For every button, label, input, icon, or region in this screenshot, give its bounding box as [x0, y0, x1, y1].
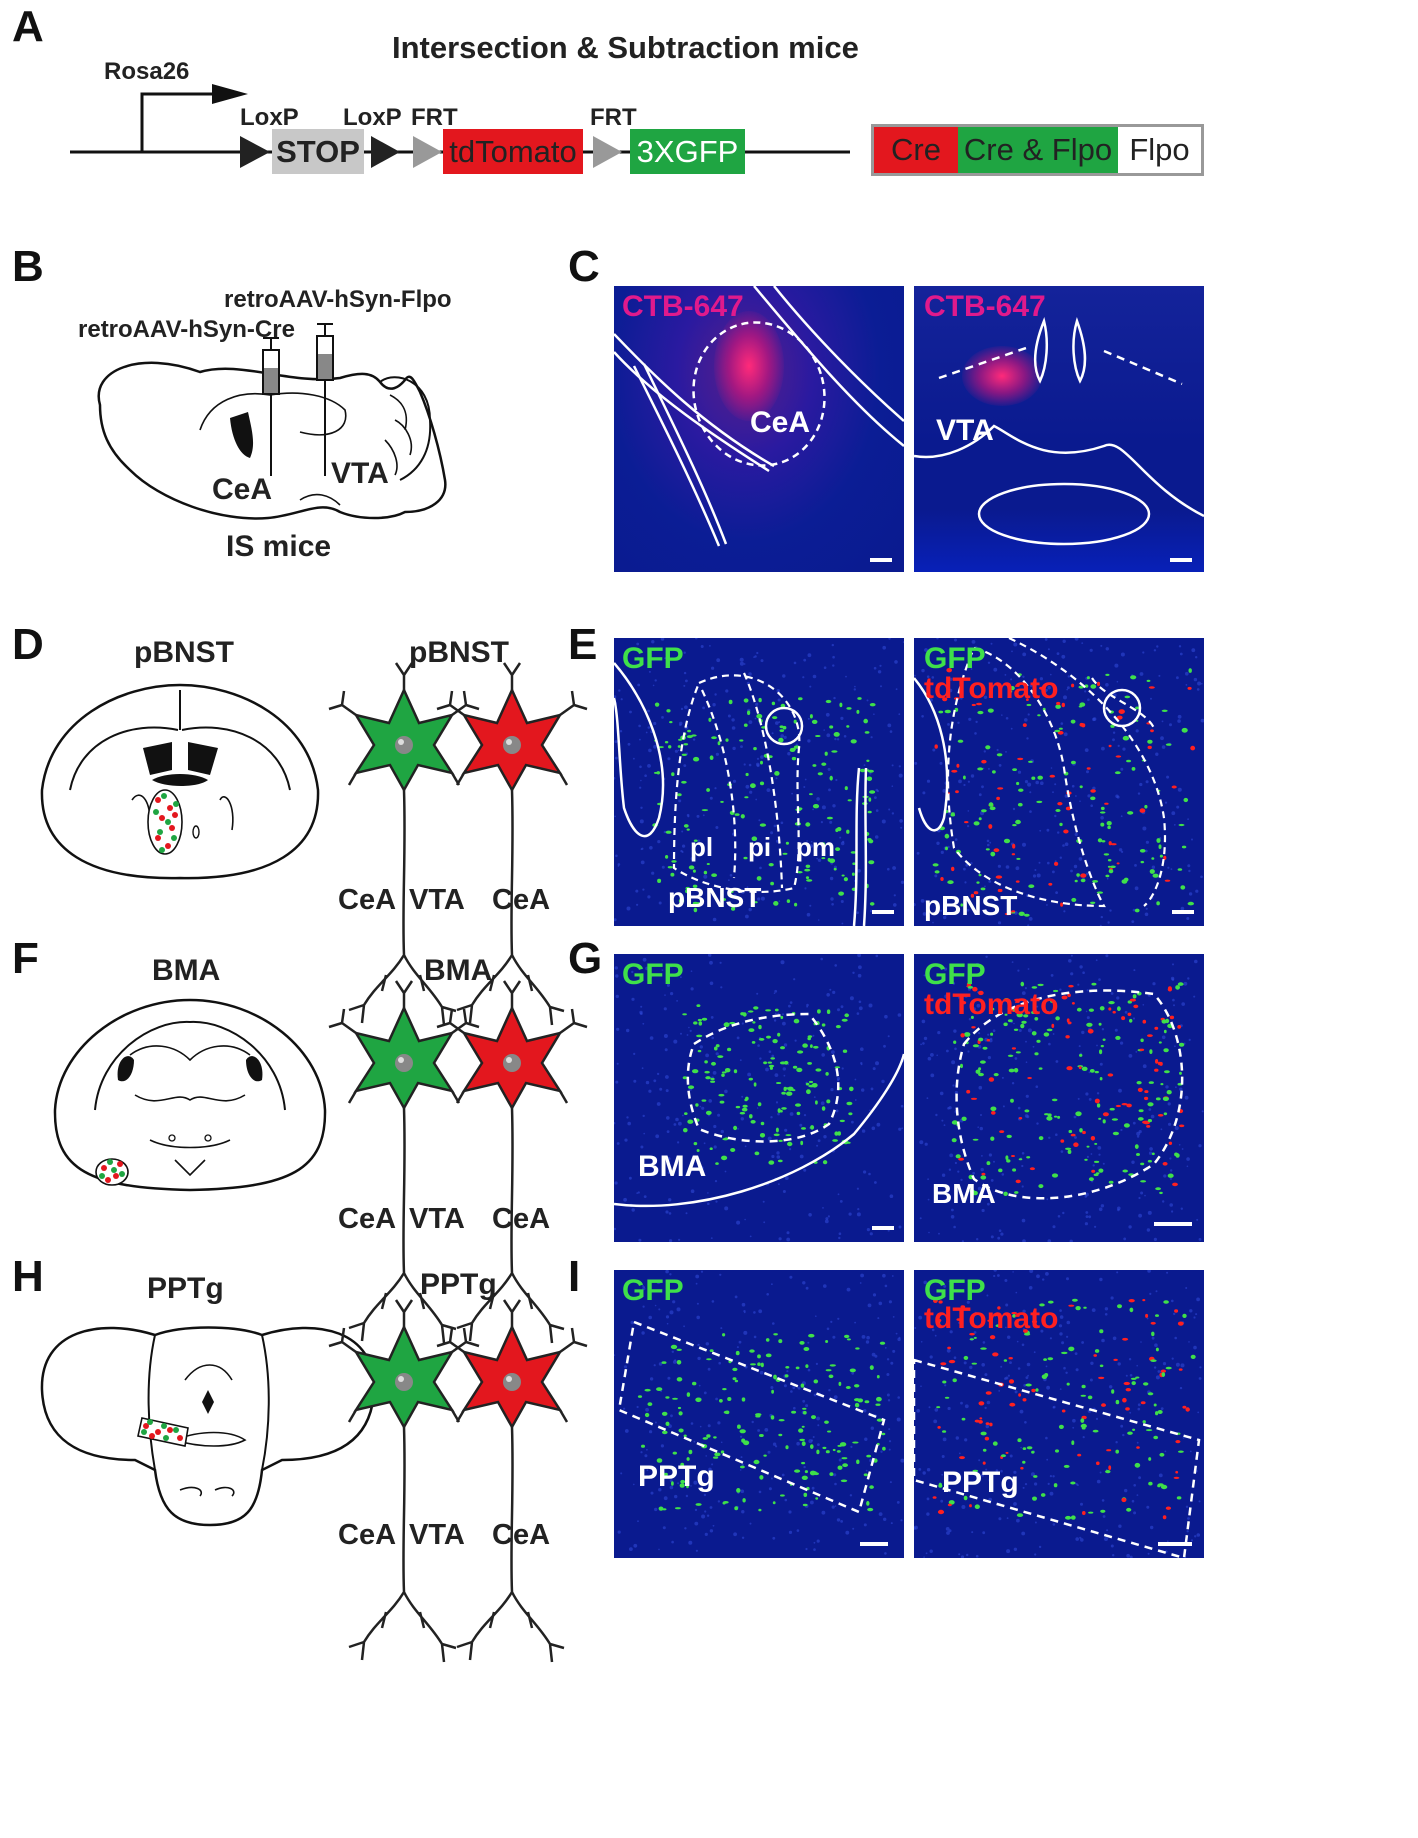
color-legend: Cre Cre & Flpo Flpo	[871, 124, 1204, 176]
i-right-stain-gfp: GFP	[924, 1274, 986, 1307]
f-brain-title: BMA	[152, 954, 221, 987]
e-sub-pl: pl	[690, 832, 714, 862]
c-right-region-label: VTA	[936, 414, 994, 447]
e-right-stain-gfp: GFP	[924, 642, 986, 675]
d-neuron-title: pBNST	[409, 636, 509, 669]
legend-cre: Cre	[874, 127, 958, 173]
scale-bar	[870, 558, 892, 562]
panel-letter-b: B	[12, 242, 44, 291]
frt-triangle-2	[593, 136, 622, 168]
scale-bar	[872, 910, 894, 914]
micrograph-c-cea: CTB-647 CeA	[614, 286, 904, 572]
g-left-region-label: BMA	[638, 1150, 707, 1183]
c-left-stain-label: CTB-647	[622, 290, 744, 323]
vta-injection-label: VTA	[331, 457, 389, 490]
panel-a-title: Intersection & Subtraction mice	[392, 30, 859, 65]
micrograph-c-vta: CTB-647 VTA	[914, 286, 1204, 572]
scale-bar	[1172, 910, 1194, 914]
h-proj-green: CeA VTA	[338, 1519, 465, 1551]
stop-cassette: STOP	[272, 129, 364, 174]
loxp-triangle-1	[240, 136, 270, 168]
g-right-stain-tdtomato: tdTomato	[924, 988, 1059, 1021]
d-proj-green: CeA VTA	[338, 884, 465, 916]
frt-label-2: FRT	[590, 104, 637, 131]
e-left-stain-label: GFP	[622, 642, 684, 675]
cea-injection-label: CeA	[212, 473, 273, 506]
h-neuron-title: PPTg	[420, 1268, 497, 1301]
i-left-stain-label: GFP	[622, 1274, 684, 1307]
micrograph-g-merge: GFP tdTomato BMA	[914, 954, 1204, 1242]
construct-diagram	[70, 84, 850, 168]
e-sub-pi: pi	[748, 832, 772, 862]
g-right-region-label: BMA	[932, 1178, 996, 1209]
panel-letter-f: F	[12, 934, 39, 983]
panel-letter-g: G	[568, 934, 603, 983]
e-right-region-label: pBNST	[924, 890, 1018, 921]
panel-letter-e: E	[568, 620, 598, 669]
tdtomato-box: tdTomato	[443, 129, 583, 174]
flpo-virus-label: retroAAV-hSyn-Flpo	[224, 286, 452, 313]
c-left-region-label: CeA	[750, 406, 811, 439]
i-left-region-label: PPTg	[638, 1460, 715, 1493]
panel-letter-d: D	[12, 620, 44, 669]
h-proj-red: CeA	[492, 1519, 551, 1551]
panel-letter-c: C	[568, 242, 600, 291]
g-left-stain-label: GFP	[622, 958, 684, 991]
e-right-stain-tdtomato: tdTomato	[924, 672, 1059, 705]
scale-bar	[872, 1226, 894, 1230]
i-right-stain-tdtomato: tdTomato	[924, 1302, 1059, 1335]
frt-label-1: FRT	[411, 104, 458, 131]
scale-bar	[1170, 558, 1192, 562]
g-right-stain-gfp: GFP	[924, 958, 986, 991]
frt-triangle-1	[413, 136, 442, 168]
scale-bar	[1154, 1222, 1192, 1226]
promoter-label: Rosa26	[104, 58, 190, 85]
gfp-box: 3XGFP	[630, 129, 745, 174]
is-mice-label: IS mice	[226, 530, 332, 563]
e-left-region-label: pBNST	[668, 882, 762, 913]
scale-bar	[860, 1542, 888, 1546]
f-proj-red: CeA	[492, 1203, 551, 1235]
scale-bar	[1158, 1542, 1192, 1546]
panel-letter-a: A	[12, 2, 44, 51]
h-target-region	[137, 1417, 189, 1447]
h-neuron-green	[327, 1298, 481, 1664]
panel-letter-h: H	[12, 1252, 44, 1301]
e-sub-pm: pm	[796, 832, 835, 862]
h-neuron-red	[435, 1298, 589, 1664]
micrograph-i-merge: GFP tdTomato PPTg	[914, 1270, 1204, 1558]
micrograph-g-gfp: GFP BMA	[614, 954, 904, 1242]
c-right-stain-label: CTB-647	[924, 290, 1046, 323]
f-neuron-title: BMA	[424, 954, 493, 987]
f-proj-green: CeA VTA	[338, 1203, 465, 1235]
d-proj-red: CeA	[492, 884, 551, 916]
micrograph-e-gfp: GFP pl pi pm pBNST	[614, 638, 904, 926]
cre-virus-label: retroAAV-hSyn-Cre	[78, 316, 295, 343]
d-brain-title: pBNST	[134, 636, 234, 669]
i-right-region-label: PPTg	[942, 1466, 1019, 1499]
legend-cre-flpo: Cre & Flpo	[958, 127, 1118, 173]
loxp-label-1: LoxP	[240, 104, 299, 131]
d-target-region	[147, 789, 183, 855]
legend-flpo: Flpo	[1118, 127, 1201, 173]
loxp-label-2: LoxP	[343, 104, 402, 131]
f-target-region	[95, 1158, 129, 1186]
h-brain-title: PPTg	[147, 1272, 224, 1305]
micrograph-e-merge: GFP tdTomato pBNST	[914, 638, 1204, 926]
loxp-triangle-2	[371, 136, 400, 168]
micrograph-i-gfp: GFP PPTg	[614, 1270, 904, 1558]
panel-letter-i: I	[568, 1252, 581, 1301]
